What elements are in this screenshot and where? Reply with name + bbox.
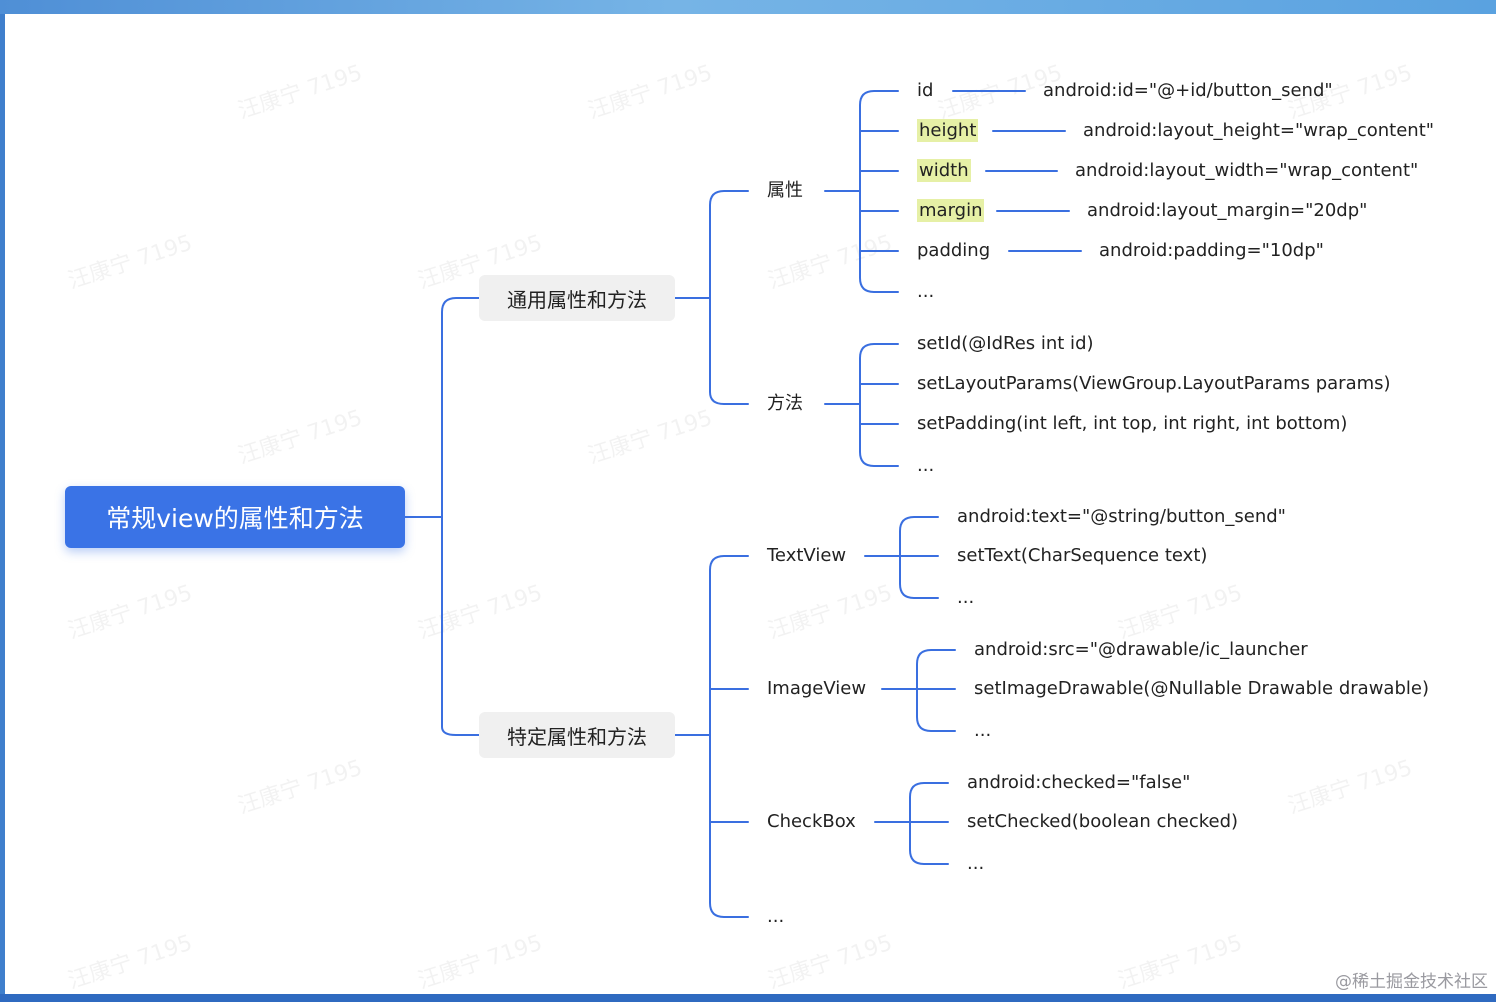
node-methods[interactable]: 方法 <box>767 393 803 414</box>
connector-lines <box>404 90 1082 918</box>
attr-height-label: height <box>917 119 979 142</box>
attr-id[interactable]: id <box>917 80 934 101</box>
textview-item[interactable]: android:text="@string/button_send" <box>957 506 1286 527</box>
attr-width-label: width <box>917 159 971 182</box>
attr-width-value[interactable]: android:layout_width="wrap_content" <box>1075 160 1419 181</box>
site-credit: @稀土掘金技术社区 <box>1335 972 1488 992</box>
connector-methods <box>824 343 899 467</box>
window-bottom-bar <box>0 994 1496 1002</box>
method-item[interactable]: ... <box>917 455 935 476</box>
imageview-item[interactable]: setImageDrawable(@Nullable Drawable draw… <box>974 678 1429 699</box>
attr-margin-label: margin <box>917 199 985 222</box>
checkbox-item[interactable]: ... <box>967 853 985 874</box>
method-item[interactable]: setId(@IdRes int id) <box>917 333 1094 354</box>
connector-checkbox <box>874 782 949 865</box>
connector-general <box>674 190 749 405</box>
connector-attributes <box>824 90 899 293</box>
connector-textview <box>864 516 939 599</box>
attr-height-value[interactable]: android:layout_height="wrap_content" <box>1083 120 1435 141</box>
checkbox-item[interactable]: setChecked(boolean checked) <box>967 811 1239 832</box>
attr-more[interactable]: ... <box>917 281 935 302</box>
checkbox-item[interactable]: android:checked="false" <box>967 772 1191 793</box>
node-imageview[interactable]: ImageView <box>767 678 867 699</box>
method-item[interactable]: setPadding(int left, int top, int right,… <box>917 413 1348 434</box>
attr-padding-value[interactable]: android:padding="10dp" <box>1099 240 1324 261</box>
root-node[interactable]: 常规view的属性和方法 <box>65 486 405 548</box>
node-attributes[interactable]: 属性 <box>767 180 803 201</box>
attr-padding[interactable]: padding <box>917 240 991 261</box>
connector-root <box>404 297 480 736</box>
node-specific[interactable]: 特定属性和方法 <box>479 712 675 758</box>
method-item[interactable]: setLayoutParams(ViewGroup.LayoutParams p… <box>917 373 1391 394</box>
attr-id-value[interactable]: android:id="@+id/button_send" <box>1043 80 1333 101</box>
window-top-bar <box>0 0 1496 14</box>
node-general[interactable]: 通用属性和方法 <box>479 275 675 321</box>
attr-margin[interactable]: margin <box>917 199 985 222</box>
connector-specific <box>674 555 749 918</box>
textview-item[interactable]: setText(CharSequence text) <box>957 545 1208 566</box>
mindmap-canvas: 汪康宁 7195 汪康宁 7195 汪康宁 7195 汪康宁 7195 汪康宁 … <box>5 14 1496 994</box>
attr-width[interactable]: width <box>917 159 971 182</box>
attr-height[interactable]: height <box>917 119 979 142</box>
node-more-views[interactable]: ... <box>767 906 785 927</box>
textview-item[interactable]: ... <box>957 587 975 608</box>
imageview-item[interactable]: android:src="@drawable/ic_launcher <box>974 639 1308 660</box>
node-textview[interactable]: TextView <box>767 545 847 566</box>
imageview-item[interactable]: ... <box>974 720 992 741</box>
node-checkbox[interactable]: CheckBox <box>767 811 856 832</box>
attr-margin-value[interactable]: android:layout_margin="20dp" <box>1087 200 1368 221</box>
window-left-edge <box>0 14 5 1002</box>
connector-attr-values <box>952 90 1082 252</box>
connector-imageview <box>881 649 956 732</box>
